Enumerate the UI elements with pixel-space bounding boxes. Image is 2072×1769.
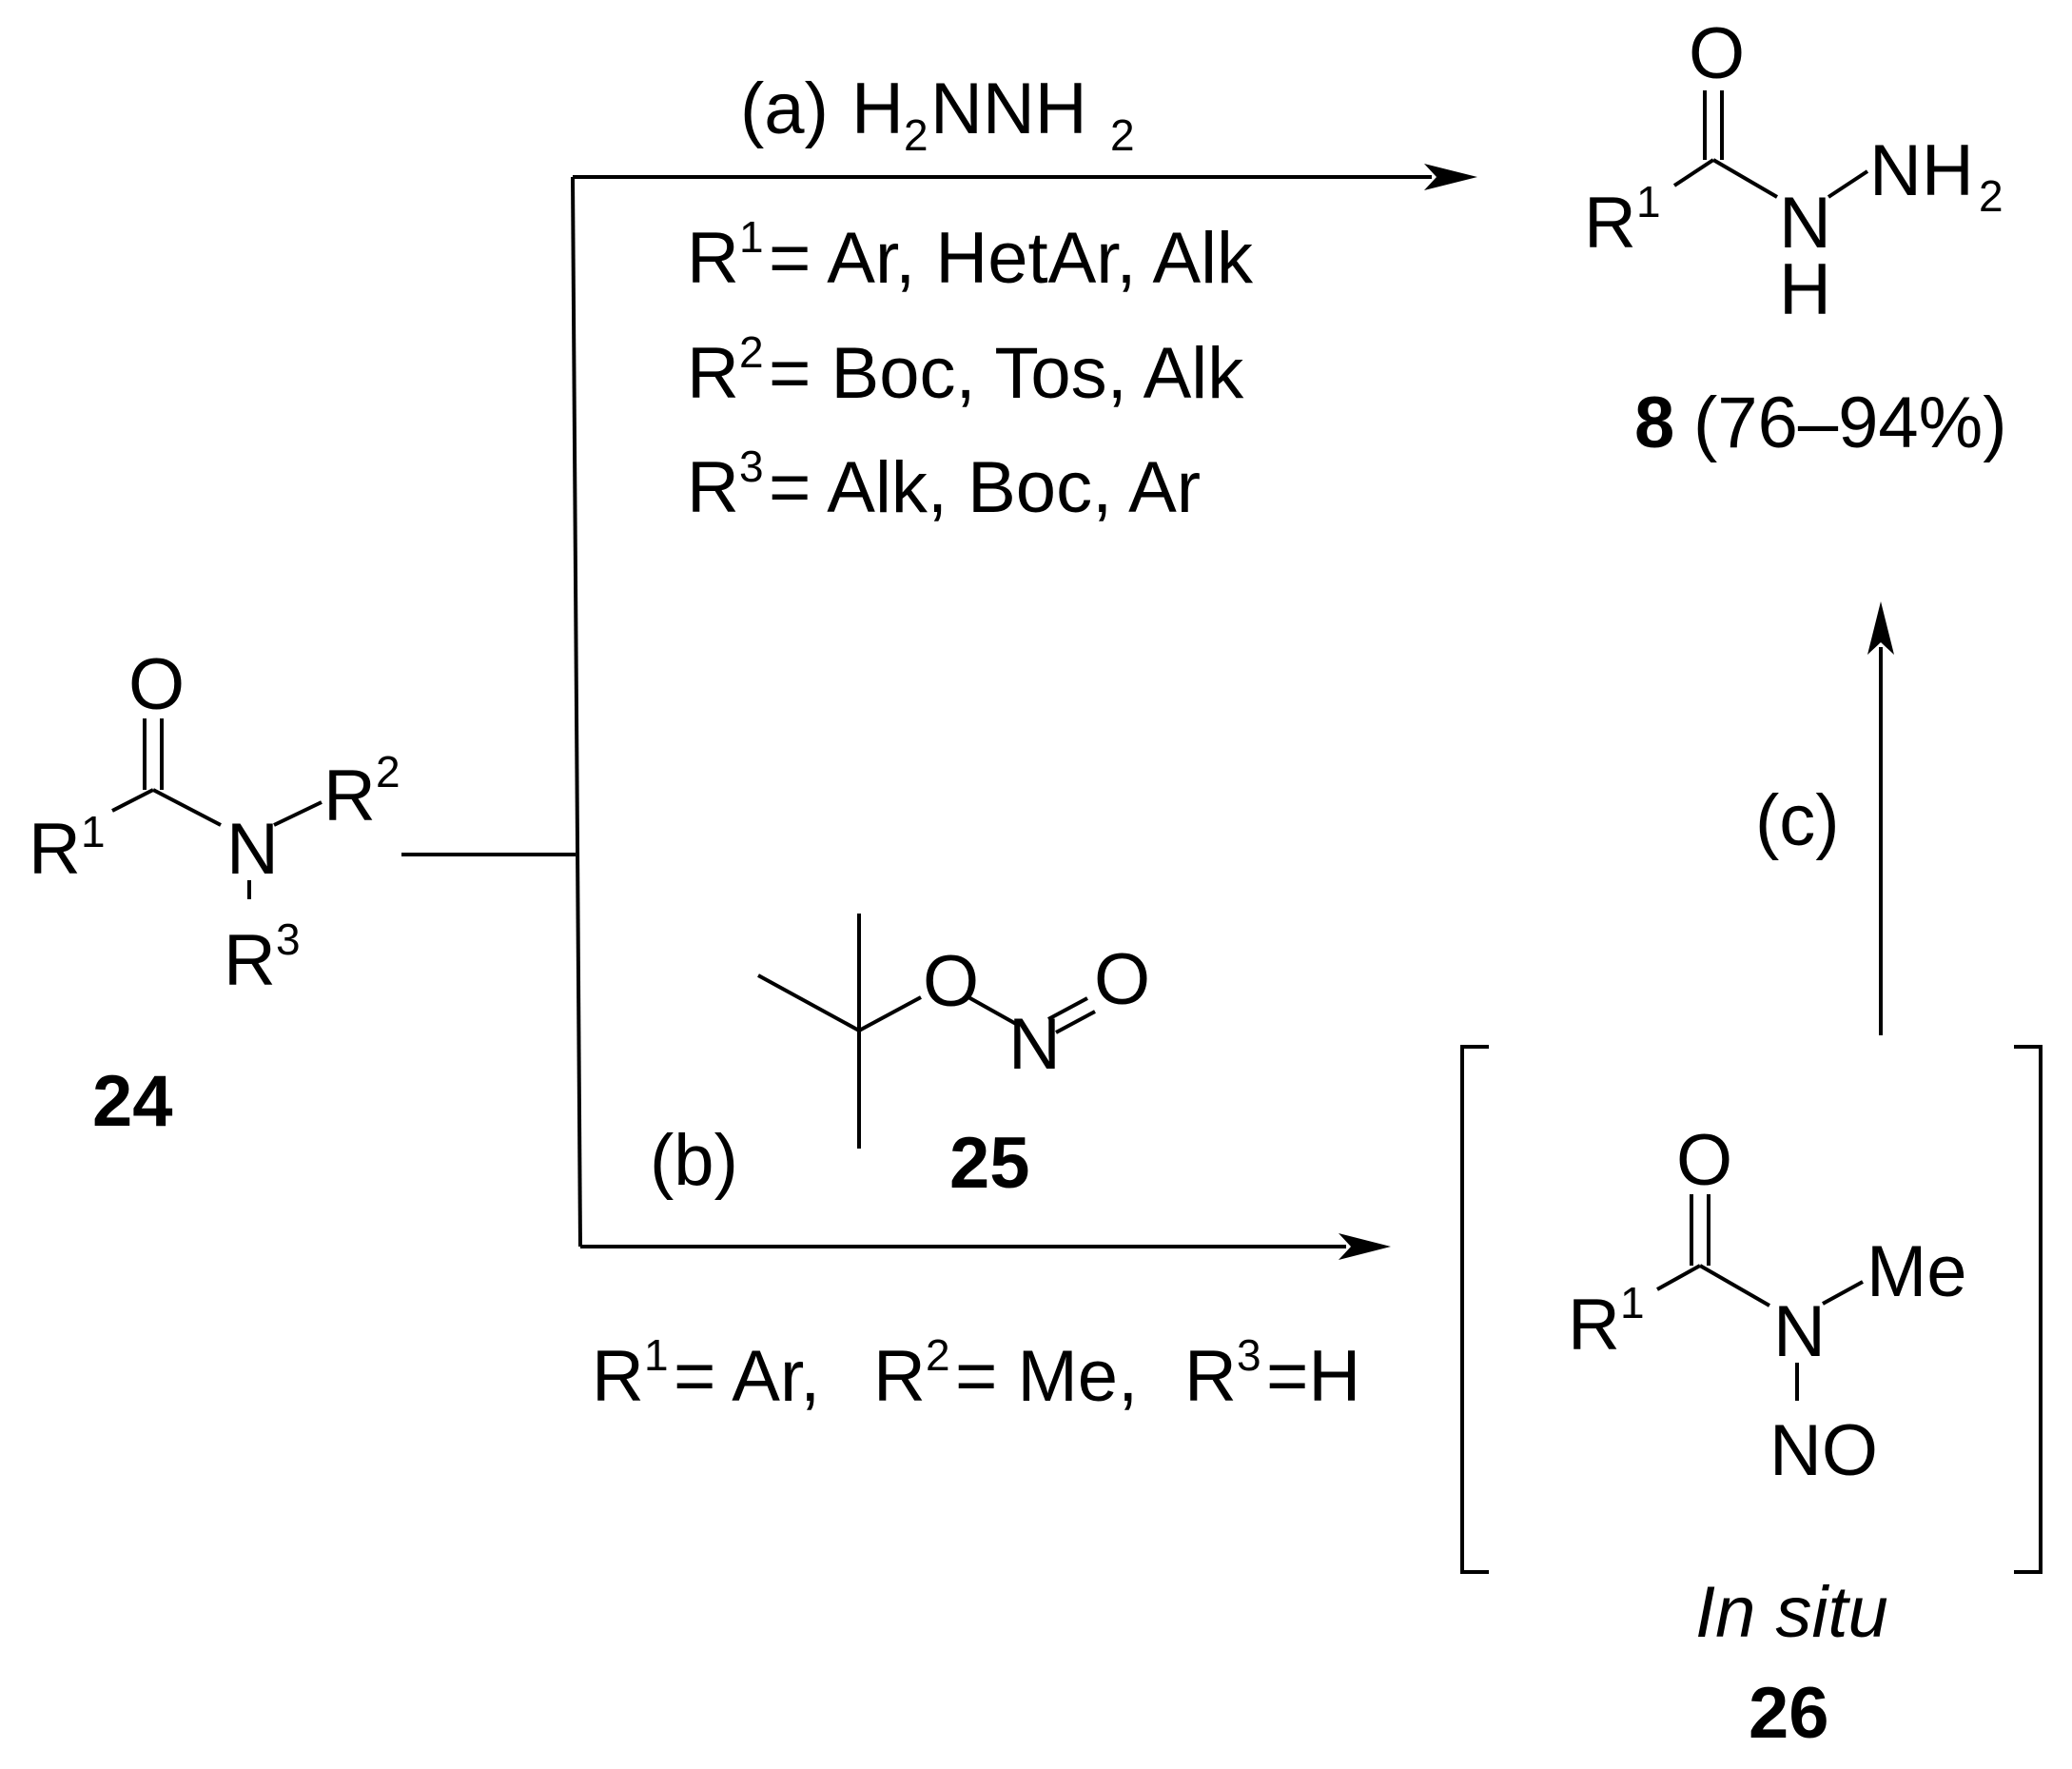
compound-26: O R 1 N Me NO In situ 26 <box>1460 1045 2043 1754</box>
atom-oxygen: O <box>1689 13 1745 94</box>
route-c-label: (c) <box>1755 780 1840 861</box>
methyl-bond-left <box>757 973 860 1032</box>
scope-r1-superscript: 1 <box>739 212 764 262</box>
scope-r3-values: = Alk, Boc, Ar <box>769 447 1201 528</box>
atom-methyl: Me <box>1867 1231 1967 1312</box>
scope-r3-superscript: 3 <box>1237 1330 1261 1380</box>
in-situ-note: In situ <box>1695 1572 1888 1653</box>
reagent-hydrazine-subscript-2: 2 <box>1110 110 1135 160</box>
compound-label-25: 25 <box>949 1123 1030 1204</box>
atom-oxygen-nitroso: O <box>1094 939 1150 1020</box>
atom-amino-nh: NH <box>1869 130 1974 211</box>
n-n-bond <box>1827 169 1869 199</box>
atom-nitrogen: N <box>1008 1004 1061 1085</box>
scope-r1-superscript: 1 <box>644 1330 669 1380</box>
atom-r2-superscript: 2 <box>376 747 401 796</box>
n-r2-bond <box>273 800 323 827</box>
arrow-a-head <box>1424 164 1477 190</box>
scope-r3-superscript: 3 <box>739 442 764 491</box>
c-n-bond <box>152 788 222 827</box>
reagent-hydrazine-nnh: NNH <box>930 69 1087 149</box>
compound-24: O R 1 N R 2 R 3 24 <box>29 644 401 1142</box>
scope-r3-letter: R <box>1184 1336 1237 1417</box>
compound-label-24: 24 <box>92 1061 173 1142</box>
atom-nitroso: NO <box>1769 1410 1878 1491</box>
atom-r1-superscript: 1 <box>81 807 106 856</box>
atom-nitrogen: N <box>226 809 279 890</box>
c-n-bond <box>1711 158 1779 199</box>
arrow-c-head <box>1867 601 1894 655</box>
n-o-double-bond-2 <box>1055 1010 1096 1034</box>
route-a-conditions: (a) H 2 NNH 2 R 1 = Ar, HetAr, Alk R 2 =… <box>687 69 1254 528</box>
scope-r1-letter: R <box>592 1336 644 1417</box>
scope-r1-values: = Ar, HetAr, Alk <box>769 218 1254 299</box>
atom-oxygen-ester: O <box>923 941 979 1022</box>
scope-r3-letter: R <box>687 447 739 528</box>
compound-25: O N O 25 <box>757 914 1150 1204</box>
arrow-b-head <box>1339 1233 1391 1260</box>
r1-c-bond <box>1656 1264 1701 1291</box>
scope-r2-letter: R <box>873 1336 926 1417</box>
reagent-hydrazine-h: H <box>851 69 904 149</box>
atom-r3: R <box>224 920 276 1001</box>
vertical-branch-line <box>571 176 582 1248</box>
atom-r1: R <box>1584 183 1636 264</box>
atom-r2: R <box>323 756 376 836</box>
atom-r1-superscript: 1 <box>1636 177 1661 226</box>
atom-nitrogen: N <box>1773 1291 1826 1372</box>
compound-label-26: 26 <box>1749 1673 1829 1754</box>
n-me-bond <box>1822 1280 1864 1306</box>
scope-r2-values: = Boc, Tos, Alk <box>769 333 1244 414</box>
scope-r1-values: = Ar, <box>674 1336 820 1417</box>
yield-text: (76–94%) <box>1693 383 2007 463</box>
scope-r3-values: =H <box>1266 1336 1360 1417</box>
bracket-right <box>2014 1045 2043 1574</box>
branch-lines <box>401 164 1894 1260</box>
route-b-conditions: (b) R 1 = Ar, R 2 = Me, R 3 =H <box>592 1120 1360 1417</box>
atom-r1: R <box>29 809 81 890</box>
c-o-bond <box>858 995 922 1032</box>
atom-oxygen: O <box>1676 1120 1732 1201</box>
atom-hydrogen: H <box>1779 249 1831 330</box>
scope-r2-letter: R <box>687 333 739 414</box>
scope-r1-letter: R <box>687 218 739 299</box>
atom-r3-superscript: 3 <box>276 914 301 964</box>
compound-label-8: 8 <box>1634 383 1674 463</box>
atom-nitrogen: N <box>1779 183 1831 264</box>
bracket-left <box>1460 1045 1489 1574</box>
scope-r2-superscript: 2 <box>926 1330 950 1380</box>
scope-r2-superscript: 2 <box>739 327 764 377</box>
c-n-bond <box>1699 1264 1770 1307</box>
scope-r2-values: = Me, <box>955 1336 1138 1417</box>
route-b-label: (b) <box>650 1120 738 1201</box>
o-n-bond <box>968 995 1017 1026</box>
atom-r1-superscript: 1 <box>1620 1278 1645 1327</box>
compound-8: O R 1 N H NH 2 8 (76–94%) <box>1584 13 2007 463</box>
n-o-double-bond-1 <box>1047 996 1088 1021</box>
reagent-hydrazine-subscript-1: 2 <box>904 110 928 160</box>
route-a-label: (a) <box>740 69 829 149</box>
atom-amino-subscript: 2 <box>1979 171 2004 221</box>
r1-c-bond <box>111 788 154 813</box>
atom-oxygen: O <box>128 644 185 725</box>
r1-c-bond <box>1672 158 1715 187</box>
atom-r1: R <box>1568 1285 1620 1366</box>
